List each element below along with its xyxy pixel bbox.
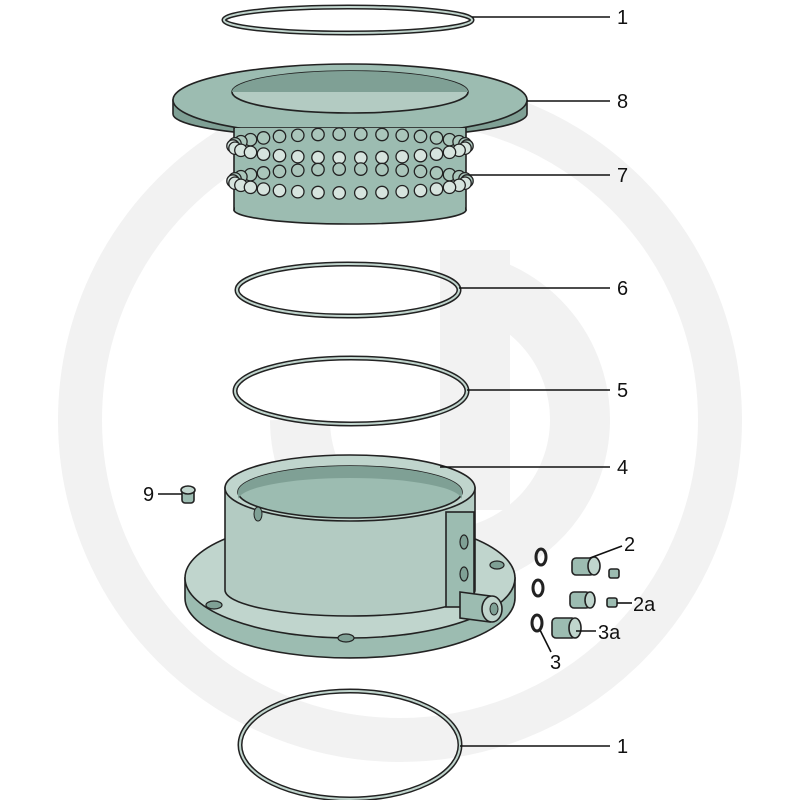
bearing-ball bbox=[311, 127, 325, 142]
mounting-hole bbox=[489, 560, 505, 570]
bearing-ball bbox=[311, 150, 325, 165]
callout-1-top: 1 bbox=[617, 7, 628, 29]
bearing-ball bbox=[353, 162, 368, 176]
bearing-ball bbox=[395, 163, 410, 178]
callout-6: 6 bbox=[617, 278, 628, 300]
mounting-hole bbox=[337, 633, 355, 643]
bearing-ball bbox=[375, 185, 389, 200]
bearing-ball bbox=[332, 162, 347, 176]
bearing-ball bbox=[332, 151, 347, 165]
bearing-race bbox=[226, 127, 474, 225]
bearing-ball bbox=[429, 166, 444, 180]
callout-2a: 2a bbox=[633, 594, 656, 616]
fitting-2a bbox=[569, 591, 618, 609]
bearing-ball bbox=[395, 149, 410, 164]
bearing-balls-upper bbox=[226, 127, 474, 165]
callout-5: 5 bbox=[617, 380, 628, 402]
bearing-ball bbox=[429, 182, 444, 196]
callout-4: 4 bbox=[617, 457, 628, 479]
bearing-ball bbox=[256, 166, 271, 180]
bearing-ball bbox=[290, 128, 305, 143]
bearing-balls-lower bbox=[226, 162, 474, 200]
bearing-ball bbox=[442, 180, 457, 195]
callout-9: 9 bbox=[143, 484, 154, 506]
mounting-hole bbox=[205, 600, 223, 610]
bearing-ball bbox=[429, 131, 444, 145]
plug-9 bbox=[180, 485, 196, 504]
o-ring-6 bbox=[234, 261, 462, 319]
bearing-ball bbox=[256, 182, 271, 196]
o-ring-bottom bbox=[237, 688, 463, 800]
leader-3 bbox=[539, 629, 552, 653]
bearing-ball bbox=[290, 149, 305, 164]
bearing-ball bbox=[375, 127, 389, 142]
bearing-ball bbox=[375, 150, 389, 165]
bearing-ball bbox=[243, 145, 258, 160]
bearing-ball bbox=[395, 184, 410, 199]
fitting-3a bbox=[551, 617, 582, 639]
housing bbox=[184, 454, 516, 659]
leader-2 bbox=[589, 545, 623, 559]
bearing-ball bbox=[413, 148, 428, 163]
callout-7: 7 bbox=[617, 165, 628, 187]
callout-8: 8 bbox=[617, 91, 628, 113]
bearing-ball bbox=[290, 163, 305, 178]
bearing-ball bbox=[311, 162, 325, 177]
o-ring-5 bbox=[232, 355, 470, 427]
small-o-rings-3 bbox=[530, 547, 548, 633]
bearing-ball bbox=[290, 184, 305, 199]
callout-3: 3 bbox=[550, 652, 561, 674]
leader-lines bbox=[158, 16, 632, 747]
bearing-ball bbox=[332, 186, 347, 200]
bearing-ball bbox=[413, 129, 428, 144]
bearing-ball bbox=[243, 180, 258, 195]
bearing-ball bbox=[272, 164, 287, 179]
bearing-ball bbox=[395, 128, 410, 143]
bearing-ball bbox=[272, 183, 287, 198]
bearing-ball bbox=[353, 151, 368, 165]
bearing-ball bbox=[272, 148, 287, 163]
flange-plate bbox=[172, 63, 528, 139]
bearing-ball bbox=[353, 186, 368, 200]
callout-3a: 3a bbox=[598, 622, 621, 644]
callout-2: 2 bbox=[624, 534, 635, 556]
bearing-ball bbox=[332, 127, 347, 141]
bearing-ball bbox=[442, 145, 457, 160]
fitting-2 bbox=[571, 556, 620, 579]
bearing-ball bbox=[353, 127, 368, 141]
bearing-ball bbox=[272, 129, 287, 144]
bearing-ball bbox=[413, 164, 428, 179]
bearing-ball bbox=[375, 162, 389, 177]
o-ring-top bbox=[221, 4, 475, 36]
callout-1-bottom: 1 bbox=[617, 736, 628, 758]
bearing-ball bbox=[256, 131, 271, 145]
bearing-ball bbox=[256, 147, 271, 161]
bearing-ball bbox=[311, 185, 325, 200]
callout-labels: 1 8 7 6 5 4 9 2 2a 3a 3 1 bbox=[143, 7, 656, 758]
bearing-ball bbox=[413, 183, 428, 198]
bearing-ball bbox=[429, 147, 444, 161]
